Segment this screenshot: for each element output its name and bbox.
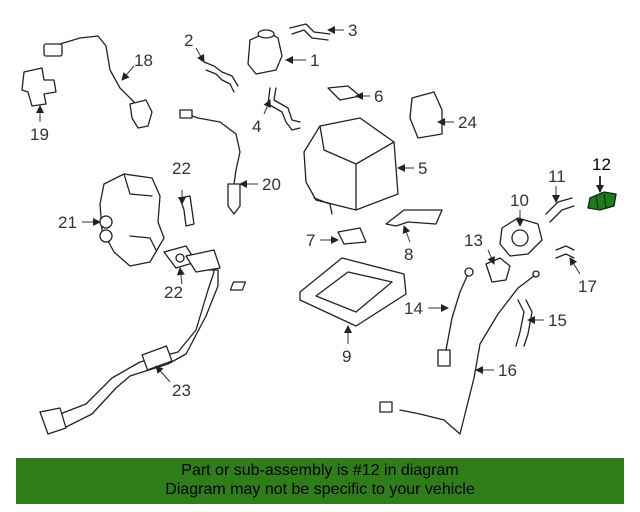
callout-22-lower: 22 — [164, 283, 183, 302]
part-6-pad[interactable] — [327, 85, 361, 101]
part-14-sensor[interactable] — [437, 267, 474, 367]
part-3-hose[interactable] — [289, 23, 331, 41]
callout-14: 14 — [404, 299, 423, 318]
banner-line-1: Part or sub-assembly is #12 in diagram — [181, 462, 459, 479]
callout-1: 1 — [310, 51, 319, 70]
arrowhead-icon — [155, 365, 171, 383]
part-1-reservoir[interactable] — [247, 29, 283, 75]
banner-line-2: Diagram may not be specific to your vehi… — [165, 481, 475, 498]
callout-3: 3 — [348, 21, 357, 40]
part-13-fitting[interactable] — [485, 257, 511, 283]
part-24-plate[interactable] — [409, 91, 443, 139]
callout-12-highlighted: 12 — [592, 155, 611, 174]
part-23-exhaust-pipe[interactable] — [39, 249, 221, 435]
callout-7: 7 — [306, 231, 315, 250]
leader-lines — [36, 26, 604, 383]
callout-24: 24 — [458, 113, 477, 132]
part-2-hose[interactable] — [203, 61, 239, 93]
part-20-oxygen-sensor[interactable] — [179, 109, 241, 215]
info-banner: Part or sub-assembly is #12 in diagram D… — [16, 458, 624, 504]
arrowhead-icon — [569, 257, 581, 275]
callout-2: 2 — [184, 31, 193, 50]
callout-21: 21 — [58, 213, 77, 232]
callout-6: 6 — [374, 87, 383, 106]
callout-5: 5 — [418, 159, 427, 178]
part-12-highlighted[interactable] — [587, 191, 617, 211]
part-18-sensor-harness[interactable] — [43, 35, 153, 129]
arrowhead-icon — [195, 47, 205, 63]
part-9-tray[interactable] — [229, 257, 407, 327]
part-21-valve-assembly[interactable] — [99, 173, 165, 267]
callout-10: 10 — [510, 191, 529, 210]
callout-18: 18 — [134, 51, 153, 70]
callout-9: 9 — [342, 347, 351, 366]
part-4-hose[interactable] — [267, 87, 301, 131]
callout-23: 23 — [172, 381, 191, 400]
part-11-hose[interactable] — [545, 197, 575, 223]
arrowhead-icon — [263, 99, 271, 115]
arrowhead-icon — [176, 267, 185, 285]
part-10-valve[interactable] — [499, 217, 543, 257]
callout-22-upper: 22 — [172, 159, 191, 178]
callout-20: 20 — [262, 175, 281, 194]
callout-labels: 1 2 3 4 5 6 7 8 9 10 11 12 13 14 15 16 1… — [30, 21, 611, 400]
callout-16: 16 — [498, 361, 517, 380]
arrowhead-icon — [487, 249, 495, 265]
part-16-sensor-harness[interactable] — [379, 270, 540, 435]
callout-8: 8 — [404, 245, 413, 264]
callout-13: 13 — [464, 231, 483, 250]
callout-15: 15 — [548, 311, 567, 330]
part-5-canister[interactable] — [303, 117, 399, 215]
callout-19: 19 — [30, 125, 49, 144]
arrowhead-icon — [121, 65, 135, 81]
arrowhead-icon — [402, 225, 411, 243]
callout-4: 4 — [252, 117, 261, 136]
part-17-hose[interactable] — [555, 245, 575, 259]
callout-17: 17 — [578, 277, 597, 296]
part-19-bracket[interactable] — [21, 67, 57, 107]
part-15-hose[interactable] — [515, 299, 533, 347]
callout-11: 11 — [548, 167, 566, 186]
part-7-pad[interactable] — [337, 227, 367, 245]
part-8-bracket[interactable] — [385, 209, 443, 227]
